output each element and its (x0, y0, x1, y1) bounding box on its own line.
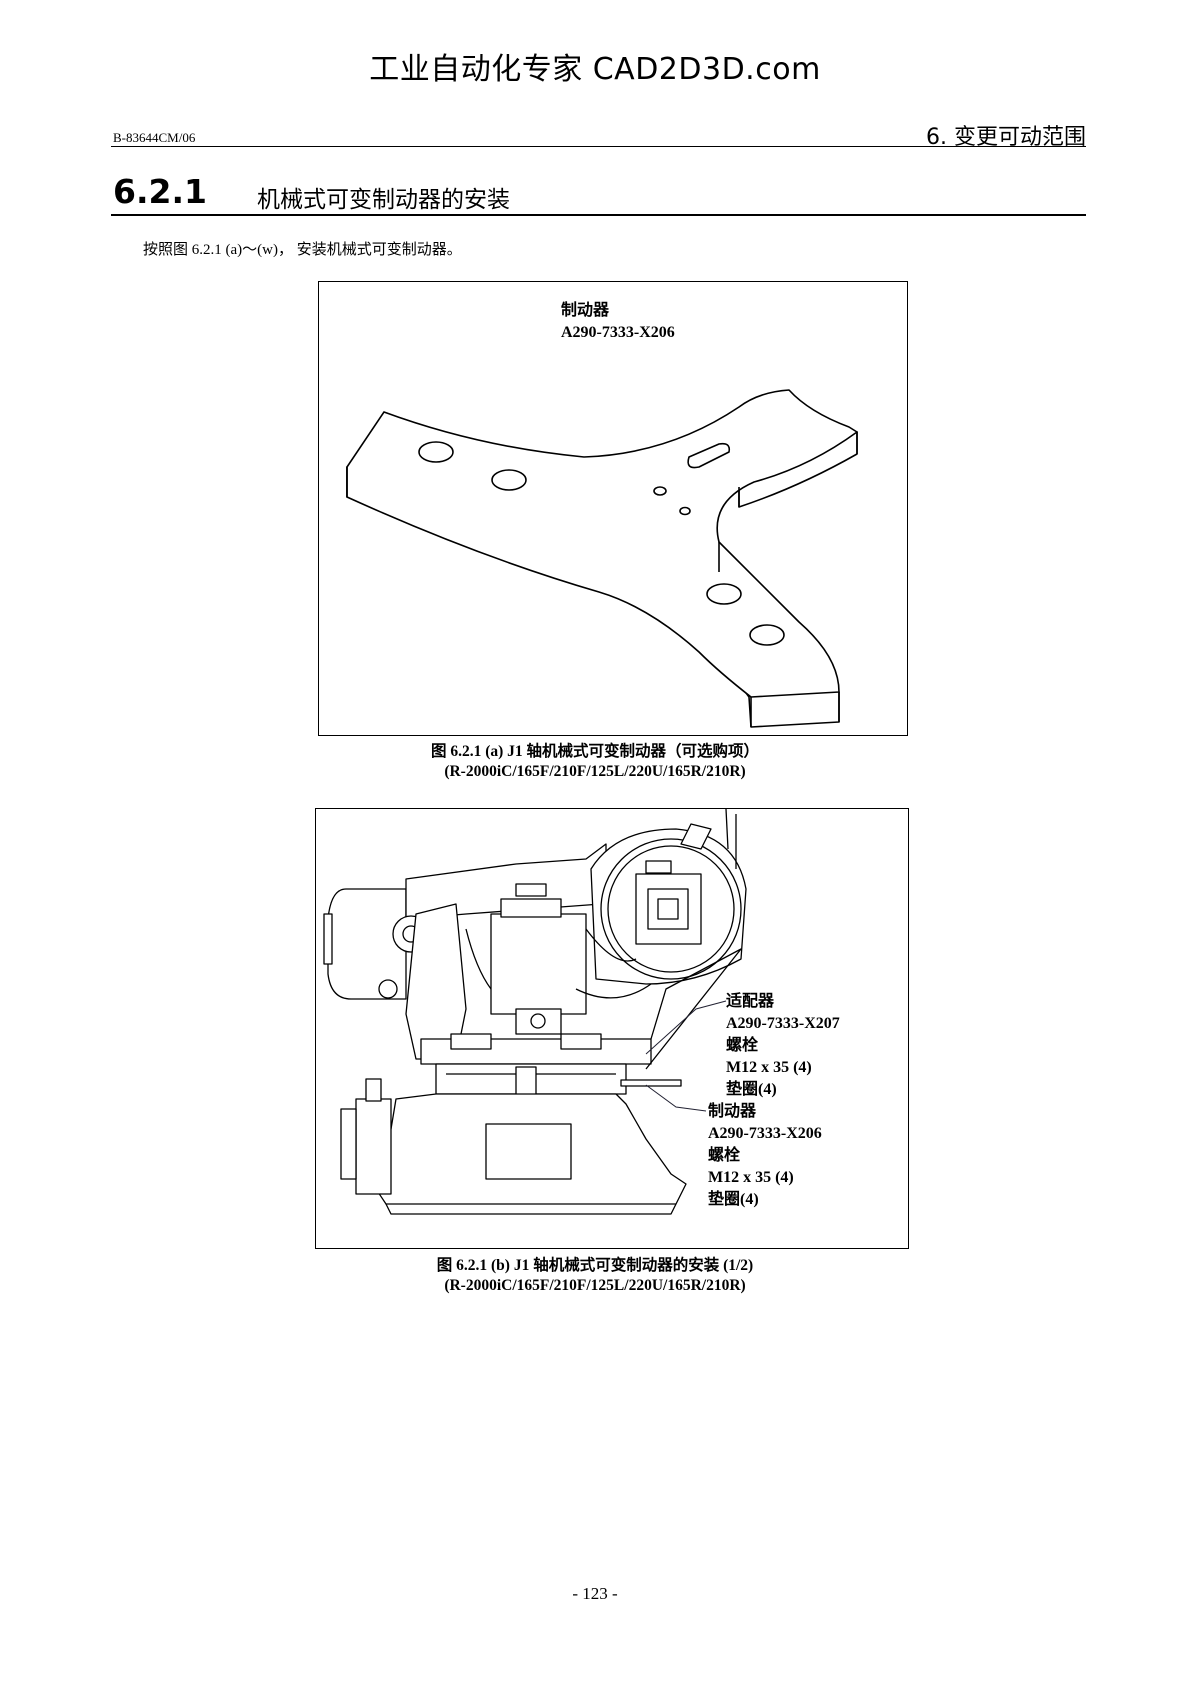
document-id: B-83644CM/06 (113, 130, 196, 145)
stopper-label-name: 制动器 (561, 302, 610, 319)
stopper-b-label-part: A290-7333-X206 (708, 1125, 822, 1142)
adapter-bolt-label: 螺栓 (726, 1037, 759, 1054)
figure-b-frame: 适配器 A290-7333-X207 螺栓 M12 x 35 (4) 垫圈(4)… (315, 808, 909, 1249)
intro-paragraph: 按照图 6.2.1 (a)～(w)， 安装机械式可变制动器。 (143, 242, 462, 258)
stopper-washer-label: 垫圈(4) (708, 1191, 759, 1208)
stopper-b-label-name: 制动器 (708, 1103, 757, 1120)
j1-assembly-drawing (323, 809, 747, 1215)
section-title: 机械式可变制动器的安装 (257, 187, 510, 213)
section-number: 6.2.1 (113, 172, 207, 211)
stopper-bolt-spec: M12 x 35 (4) (708, 1169, 794, 1186)
watermark-text: 工业自动化专家 CAD2D3D.com (369, 52, 821, 87)
stopper-bolt-label: 螺栓 (708, 1147, 741, 1164)
stopper-label-part: A290-7333-X206 (561, 324, 675, 341)
figure-a-caption-models: (R-2000iC/165F/210F/125L/220U/165R/210R) (444, 763, 746, 780)
stopper-plate-drawing (346, 389, 858, 728)
figure-a-frame: 制动器 A290-7333-X206 (318, 281, 908, 736)
adapter-label-part: A290-7333-X207 (726, 1015, 840, 1032)
adapter-bolt-spec: M12 x 35 (4) (726, 1059, 812, 1076)
adapter-washer-label: 垫圈(4) (726, 1081, 777, 1098)
header-rule (111, 146, 1086, 147)
chapter-title: 6. 变更可动范围 (926, 125, 1086, 150)
figure-b-caption: 图 6.2.1 (b) J1 轴机械式可变制动器的安装 (1/2) (436, 1257, 754, 1274)
figure-b-caption-models: (R-2000iC/165F/210F/125L/220U/165R/210R) (444, 1277, 746, 1294)
section-rule (111, 214, 1086, 216)
adapter-label-name: 适配器 (726, 993, 775, 1010)
figure-a-caption: 图 6.2.1 (a) J1 轴机械式可变制动器（可选购项） (430, 743, 760, 760)
page-number: - 123 - (572, 1584, 618, 1603)
